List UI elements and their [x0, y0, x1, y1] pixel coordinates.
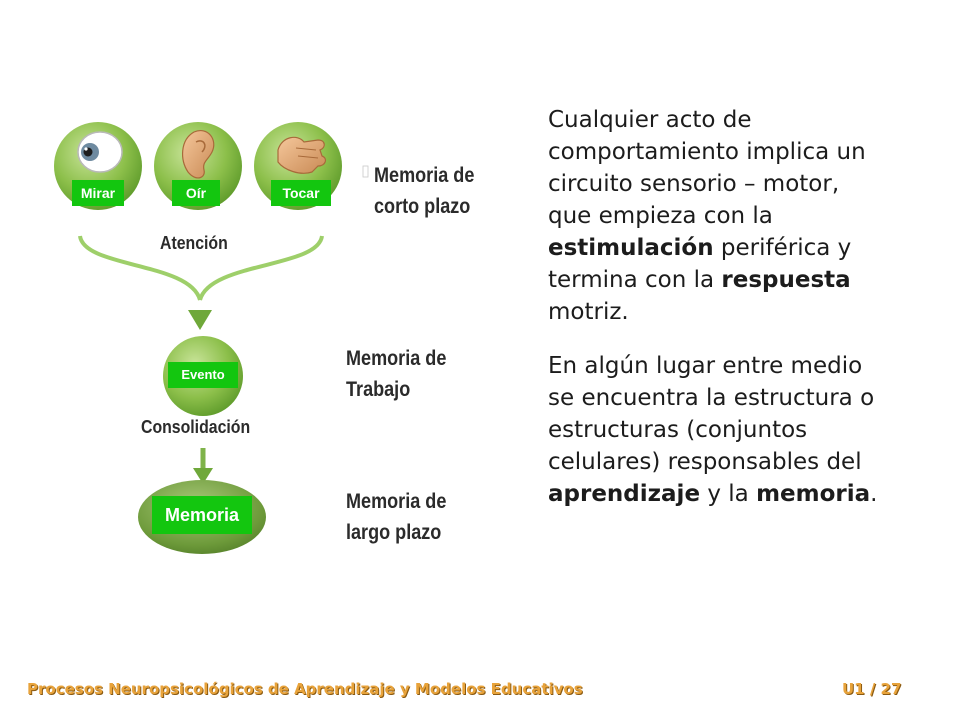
memoria-trabajo-line2: Trabajo — [346, 378, 411, 401]
paragraph2-text-2: y la — [700, 481, 757, 507]
paragraph2-bold-aprendizaje: aprendizaje — [548, 481, 701, 507]
hand-icon — [277, 136, 327, 174]
paragraph1-text-1: Cualquier acto de comportamiento implica… — [548, 107, 866, 229]
memoria-corto-plazo-label: Memoria de corto plazo — [374, 160, 474, 222]
memoria-trabajo-line1: Memoria de — [346, 347, 447, 370]
memoria-largo-plazo-label: Memoria de largo plazo — [346, 486, 446, 548]
memoria-corto-line1: Memoria de — [374, 164, 475, 187]
ear-icon — [182, 130, 215, 179]
memoria-trabajo-label: Memoria de Trabajo — [346, 343, 446, 405]
consolidacion-label: Consolidación — [141, 417, 251, 437]
paragraph1-text-3: motriz. — [548, 299, 629, 325]
paragraph1-bold-respuesta: respuesta — [721, 267, 851, 293]
paragraph1-text-2: periférica y termina con la — [548, 235, 852, 293]
atencion-label: Atención — [160, 233, 228, 253]
memoria-corto-line2: corto plazo — [374, 195, 471, 218]
evento-label: Evento — [168, 362, 238, 388]
memoria-largo-line2: largo plazo — [346, 521, 442, 544]
arrow-down-icon — [188, 310, 212, 330]
paragraph-circuito: Cualquier acto de comportamiento implica… — [548, 104, 888, 328]
paragraph2-text-1: En algún lugar entre medio se encuentra … — [548, 353, 875, 475]
paragraph2-text-3: . — [870, 481, 878, 507]
paragraph1-bold-estimulacion: estimulación — [548, 235, 714, 261]
arrow-down-icon — [193, 468, 213, 484]
memoria-largo-line1: Memoria de — [346, 490, 447, 513]
footer-page-number: U1 / 27 — [842, 680, 902, 698]
oir-label: Oír — [172, 180, 220, 206]
memoria-label: Memoria — [152, 496, 252, 534]
mirar-label: Mirar — [72, 180, 124, 206]
footer-course-title: Procesos Neuropsicológicos de Aprendizaj… — [27, 680, 583, 698]
tocar-label: Tocar — [271, 180, 331, 206]
paragraph-estructuras: En algún lugar entre medio se encuentra … — [548, 350, 888, 510]
paragraph2-bold-memoria: memoria — [756, 481, 871, 507]
eye-icon — [77, 131, 123, 173]
